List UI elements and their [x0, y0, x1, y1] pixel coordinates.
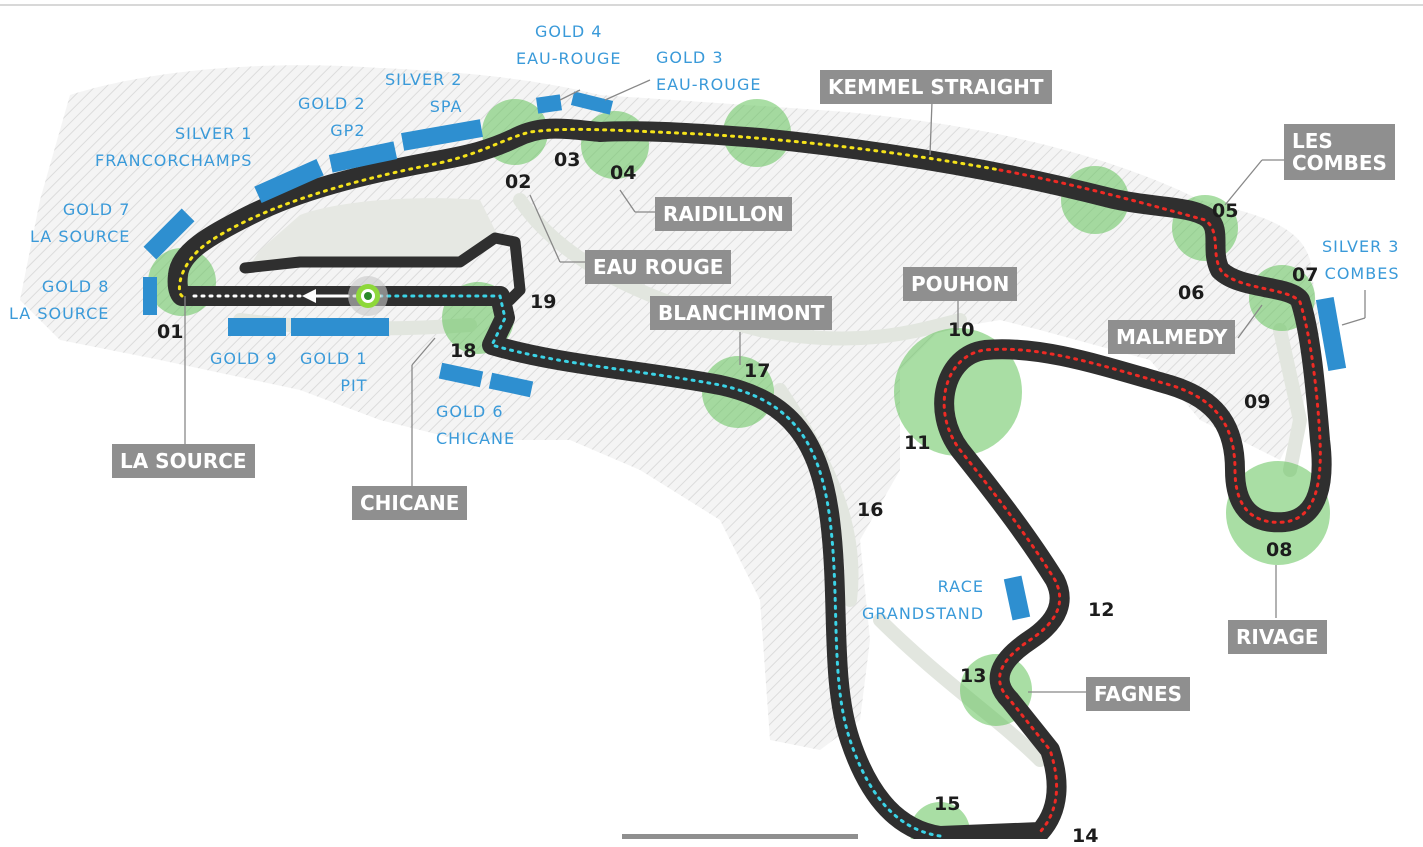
- bottom-bar: [622, 834, 858, 839]
- turn-01: 01: [157, 321, 184, 343]
- grandstand-gold9: [228, 318, 286, 336]
- turn-18: 18: [450, 340, 477, 362]
- callout-fagnes: FAGNES: [1086, 677, 1191, 711]
- callout-la-source: LA SOURCE: [112, 444, 255, 478]
- callout-les-combes: LES COMBES: [1284, 124, 1395, 180]
- turn-13: 13: [960, 665, 987, 687]
- race-track: [167, 118, 1332, 839]
- turn-08: 08: [1266, 539, 1293, 561]
- turn-04: 04: [610, 162, 637, 184]
- callout-kemmel-straight: KEMMEL STRAIGHT: [820, 70, 1052, 104]
- label-silver3: SILVER 3 COMBES: [1322, 237, 1400, 283]
- callout-chicane: CHICANE: [352, 486, 468, 520]
- pit-lane: [239, 232, 526, 306]
- callout-raidillon: RAIDILLON: [655, 197, 792, 231]
- turn-07: 07: [1292, 264, 1319, 286]
- direction-arrow-icon: [302, 289, 348, 303]
- label-gold4: GOLD 4 EAU-ROUGE: [516, 22, 622, 68]
- callout-blanchimont: BLANCHIMONT: [650, 296, 833, 330]
- grandstand-gold1: [291, 318, 389, 336]
- grandstand-gold6a: [438, 362, 484, 388]
- leader-lines: [184, 79, 1366, 693]
- turn-17: 17: [744, 360, 771, 382]
- label-silver1: SILVER 1 FRANCORCHAMPS: [95, 124, 253, 170]
- grandstand-gold2: [328, 141, 398, 173]
- grandstand-gold3: [570, 91, 614, 115]
- grandstands: [143, 91, 1347, 621]
- grandstand-silver3: [1315, 296, 1347, 372]
- label-silver2: SILVER 2 SPA: [385, 70, 463, 116]
- grandstand-silver2: [401, 119, 483, 151]
- label-gold6: GOLD 6 CHICANE: [436, 402, 516, 448]
- label-race-grandstand: RACE GRANDSTAND: [862, 577, 985, 623]
- turn-05: 05: [1212, 200, 1239, 222]
- turn-02: 02: [505, 171, 532, 193]
- grandstand-gold7: [143, 208, 195, 260]
- turn-10: 10: [948, 319, 975, 341]
- grandstand-gold4: [536, 94, 562, 114]
- grandstand-gold8: [143, 277, 157, 315]
- turn-15: 15: [934, 793, 961, 815]
- paddock-area: [250, 198, 500, 265]
- turn-12: 12: [1088, 599, 1115, 621]
- turn-14: 14: [1072, 825, 1099, 847]
- turn-16: 16: [857, 499, 884, 521]
- turn-06: 06: [1178, 282, 1205, 304]
- label-gold2: GOLD 2 GP2: [298, 94, 366, 140]
- turn-19: 19: [530, 291, 557, 313]
- label-gold3: GOLD 3 EAU-ROUGE: [656, 48, 762, 94]
- start-finish-marker: [348, 276, 388, 316]
- turn-03: 03: [554, 149, 581, 171]
- label-gold7: GOLD 7 LA SOURCE: [30, 200, 131, 246]
- turn-09: 09: [1244, 391, 1271, 413]
- label-gold1: GOLD 1 PIT: [300, 349, 368, 395]
- callout-pouhon: POUHON: [903, 267, 1018, 301]
- grandstand-race: [1003, 575, 1031, 621]
- turn-11: 11: [904, 432, 931, 454]
- grandstand-silver1: [254, 158, 324, 204]
- label-gold8: GOLD 8 LA SOURCE: [9, 277, 110, 323]
- callout-eau-rouge: EAU ROUGE: [585, 250, 732, 284]
- callout-rivage: RIVAGE: [1228, 620, 1327, 654]
- callout-malmedy: MALMEDY: [1108, 320, 1236, 354]
- grandstand-gold6b: [488, 372, 534, 398]
- label-gold9: GOLD 9: [210, 349, 278, 368]
